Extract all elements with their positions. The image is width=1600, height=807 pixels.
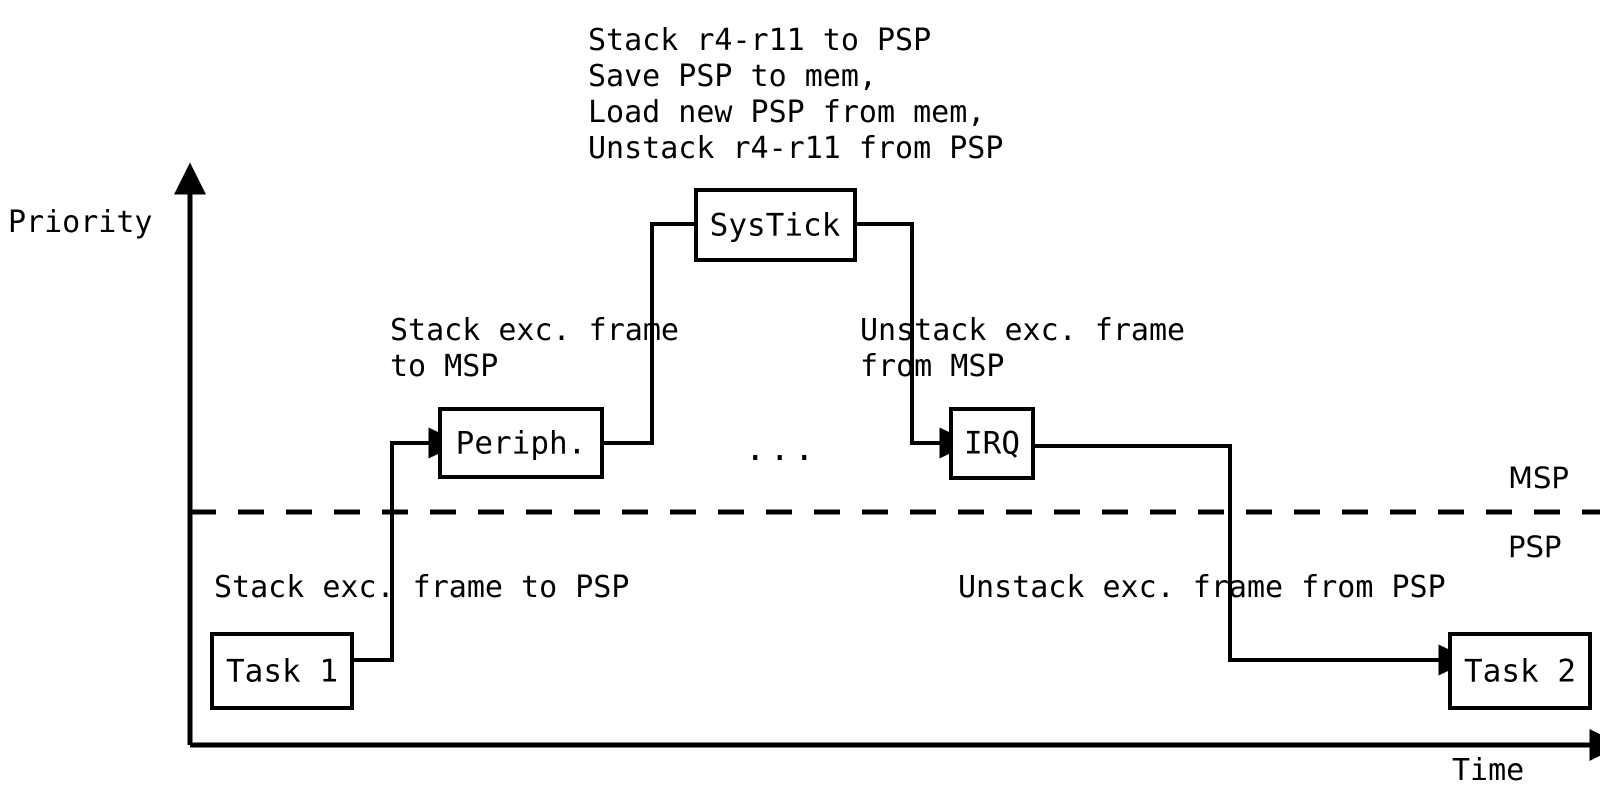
node-periph[interactable]: Periph. — [438, 407, 604, 479]
connector-task1-to-periph — [352, 427, 462, 662]
annotation-stack-msp-line-1: Stack exc. frame — [390, 313, 679, 348]
connector-systick-to-irq — [855, 222, 973, 459]
top-annotation-line-1: Stack r4-r11 to PSP — [588, 23, 931, 58]
annotation-unstack-msp-line-2: from MSP — [860, 349, 1005, 384]
top-annotation-line-2: Save PSP to mem, — [588, 59, 877, 94]
periph-label: Periph. — [456, 426, 587, 462]
irq-box[interactable] — [949, 407, 1035, 480]
connectors — [352, 208, 1472, 676]
periph-box[interactable] — [438, 407, 604, 479]
task2-box[interactable] — [1448, 632, 1592, 710]
task2-label: Task 2 — [1464, 654, 1576, 690]
msp-region-label: MSP — [1508, 461, 1569, 495]
ellipsis-marker: ... — [745, 429, 818, 469]
stack-pointer-divider: MSP PSP — [190, 461, 1600, 564]
node-irq[interactable]: IRQ — [949, 407, 1035, 480]
top-annotation-line-3: Load new PSP from mem, — [588, 95, 985, 130]
irq-label: IRQ — [964, 426, 1020, 462]
y-axis-label: Priority — [8, 205, 153, 240]
annotation-stack-msp-line-2: to MSP — [390, 349, 498, 384]
systick-box[interactable] — [694, 188, 857, 262]
axes: Priority Time — [8, 162, 1600, 788]
annotation-unstack-msp: Unstack exc. frame from MSP — [860, 313, 1185, 384]
x-axis-label: Time — [1452, 753, 1524, 788]
annotation-unstack-psp: Unstack exc. frame from PSP — [958, 570, 1446, 605]
connector-periph-to-systick — [602, 208, 732, 445]
connector-irq-to-task2 — [1033, 444, 1472, 676]
node-task1[interactable]: Task 1 — [210, 632, 354, 710]
top-annotation: Stack r4-r11 to PSP Save PSP to mem, Loa… — [588, 23, 1003, 166]
top-annotation-line-4: Unstack r4-r11 from PSP — [588, 131, 1003, 166]
task1-label: Task 1 — [226, 654, 338, 690]
annotation-unstack-msp-line-1: Unstack exc. frame — [860, 313, 1185, 348]
annotation-stack-msp: Stack exc. frame to MSP — [390, 313, 679, 384]
psp-region-label: PSP — [1508, 530, 1561, 564]
node-task2[interactable]: Task 2 — [1448, 632, 1592, 710]
task1-box[interactable] — [210, 632, 354, 710]
node-systick[interactable]: SysTick — [694, 188, 857, 262]
annotation-stack-psp: Stack exc. frame to PSP — [214, 570, 629, 605]
systick-label: SysTick — [710, 208, 841, 244]
